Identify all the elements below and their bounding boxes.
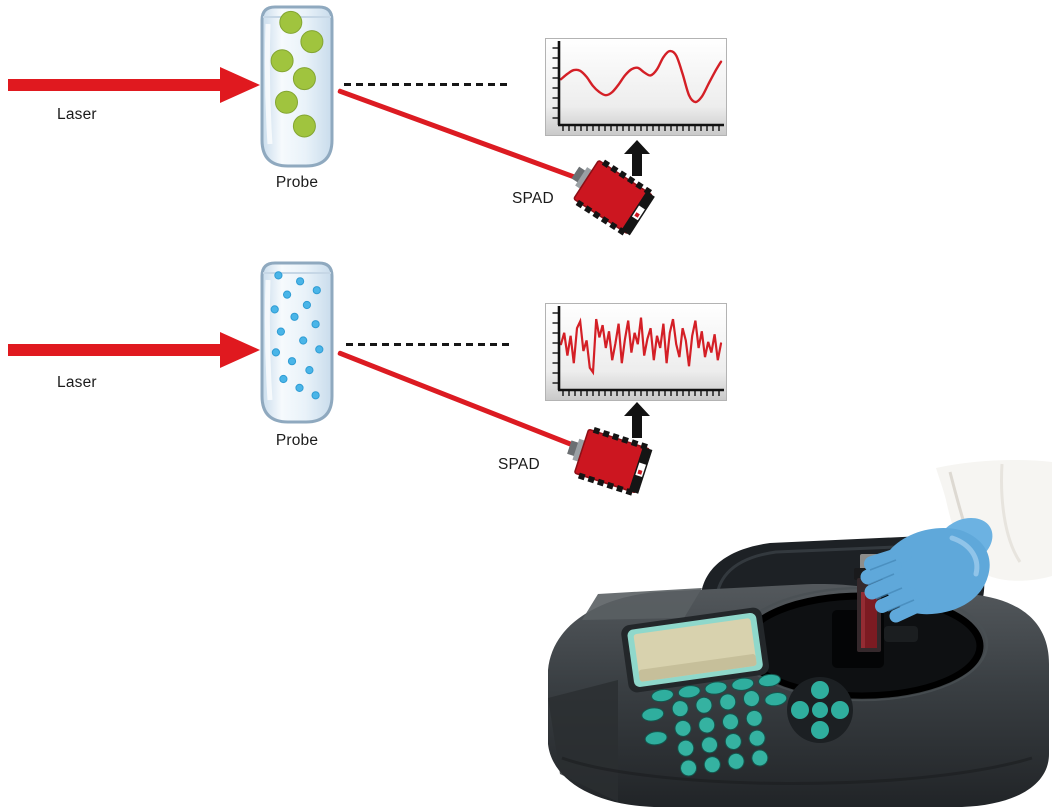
spad-connector bbox=[567, 440, 579, 457]
laser-label-2: Laser bbox=[57, 374, 97, 391]
glove-highlight bbox=[949, 535, 980, 577]
spad-label-1: SPAD bbox=[512, 190, 554, 207]
spad-connector-ring bbox=[575, 167, 593, 190]
body-front-edge bbox=[561, 756, 1033, 785]
spad-logo-mark bbox=[637, 469, 643, 475]
tube-highlight bbox=[264, 23, 273, 145]
intensity-trace-slow bbox=[560, 49, 723, 104]
spad-label-2: SPAD bbox=[498, 456, 540, 473]
probe-tube-1 bbox=[260, 5, 334, 168]
spad-logo bbox=[631, 205, 645, 221]
cuvette-glass-highlight bbox=[861, 592, 865, 648]
chamber-bracket bbox=[884, 626, 918, 642]
spad-edge-tabs bbox=[575, 159, 653, 236]
lcd-shadow-band bbox=[638, 654, 757, 682]
body-left-facet bbox=[548, 680, 618, 802]
tube-highlight bbox=[264, 279, 273, 401]
probe-label-2: Probe bbox=[275, 432, 319, 449]
graph-background bbox=[545, 38, 727, 136]
intensity-graph-slow bbox=[545, 38, 727, 136]
probe-label-1: Probe bbox=[275, 174, 319, 191]
optical-axis-dashed-line-2 bbox=[346, 343, 512, 346]
laser-arrow-2 bbox=[8, 332, 260, 368]
spad-edge-tabs bbox=[577, 426, 648, 496]
spad-detector-1 bbox=[571, 159, 655, 236]
laser-label-1: Laser bbox=[57, 106, 97, 123]
laser-arrow-1 bbox=[8, 67, 260, 103]
intensity-trace-fast bbox=[560, 317, 723, 376]
large-particles-group bbox=[270, 10, 324, 138]
numeric-keypad bbox=[641, 690, 788, 777]
small-particles-group bbox=[270, 271, 324, 400]
spectrophotometer-photo bbox=[548, 460, 1052, 807]
spad-connector bbox=[571, 166, 586, 183]
body-top-step bbox=[582, 588, 702, 620]
glove-fingers bbox=[860, 546, 929, 623]
probe-tube-2 bbox=[260, 261, 334, 424]
spad-detector-2 bbox=[567, 426, 653, 496]
softkey-row bbox=[651, 673, 781, 703]
spad-connector-ring bbox=[572, 438, 586, 462]
glove-finger-creases bbox=[867, 559, 915, 612]
intensity-graph-fast bbox=[545, 303, 727, 401]
signal-up-arrow-2 bbox=[624, 402, 650, 438]
signal-up-arrow-1 bbox=[624, 140, 650, 176]
blue-glove bbox=[860, 518, 993, 623]
optical-axis-dashed-line-1 bbox=[344, 83, 512, 86]
spad-logo-mark bbox=[634, 212, 640, 218]
tube-glass bbox=[260, 261, 334, 424]
display-panel bbox=[621, 607, 770, 693]
directional-pad bbox=[787, 677, 853, 743]
